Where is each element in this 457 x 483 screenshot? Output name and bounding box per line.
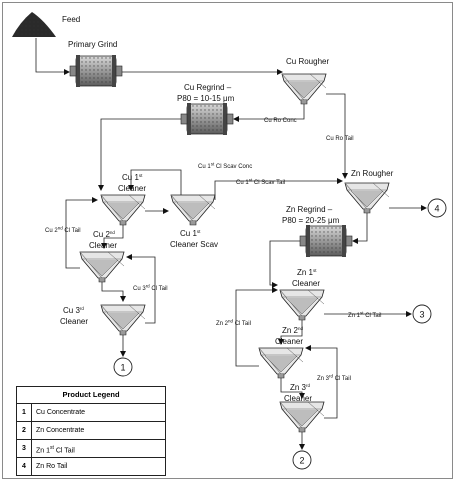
zn-3rd-cleaner-label: Zn 3: [290, 383, 307, 392]
zn-1st-cleaner-cell-icon: [279, 289, 325, 321]
zn-2nd-cleaner-cell-icon: [258, 347, 304, 379]
legend-row-number: 3: [17, 440, 32, 457]
cu-3rd-cleaner-word: Cleaner: [60, 317, 88, 326]
legend-row-number: 4: [17, 458, 32, 475]
cu-2nd-cleaner-cell-icon: [79, 251, 125, 283]
svg-text:3: 3: [419, 310, 424, 320]
zn-rougher-label: Zn Rougher: [351, 169, 394, 178]
diagram-frame: [2, 2, 453, 479]
zn-3rd-cl-tail-label: Zn 3: [317, 376, 330, 382]
legend-row: 1 Cu Concentrate: [17, 404, 165, 422]
legend-row-label: Zn Concentrate: [36, 427, 85, 434]
feed-pile-icon: [12, 12, 56, 37]
cu-2nd-cleaner-label: Cu 2: [93, 230, 110, 239]
cu-ro-tail-label: Cu Ro Tail: [326, 136, 354, 142]
svg-text:Cu 1st Cl Scav Tail: Cu 1st Cl Scav Tail: [236, 178, 285, 187]
cu-1st-cleaner-scav-cell-icon: [170, 194, 216, 226]
zn-rougher-cell-icon: [344, 182, 390, 214]
svg-text:Zn 1st Cl Tail: Zn 1st Cl Tail: [348, 311, 381, 320]
svg-text:1: 1: [120, 363, 125, 373]
legend-row: 3 Zn 1st Cl Tail: [17, 440, 165, 458]
cu-1st-cleaner-cell-icon: [100, 194, 146, 226]
svg-text:Cu 1st Cl Scav Conc: Cu 1st Cl Scav Conc: [198, 162, 252, 171]
cu-3rd-cleaner-cell-icon: [100, 304, 146, 336]
svg-text:Cu 2nd Cl Tail: Cu 2nd Cl Tail: [45, 226, 81, 235]
legend-row: 4 Zn Ro Tail: [17, 458, 165, 475]
zn-2nd-cleaner-label: Zn 2: [282, 326, 299, 335]
zn-3rd-cleaner-cell-icon: [279, 401, 325, 433]
cu-rougher-cell-icon: [281, 73, 327, 105]
cu-regrind-mill-icon: [180, 102, 234, 136]
svg-text:4: 4: [434, 204, 439, 214]
zn-2nd-cl-tail-label: Zn 2: [216, 321, 229, 327]
cu-1st-cl-scav-conc-label: Cu 1: [198, 164, 211, 170]
cu-regrind-p80-label: P80 = 10-15 μm: [177, 94, 235, 103]
cu-2nd-cleaner-word: Cleaner: [89, 241, 117, 250]
cu-2nd-cl-tail-label: Cu 2: [45, 228, 58, 234]
cu-1st-cl-scav-tail-label: Cu 1: [236, 180, 249, 186]
cu-rougher-label: Cu Rougher: [286, 57, 329, 66]
flow-lines: [35, 38, 427, 450]
legend-row-number: 1: [17, 404, 32, 421]
svg-text:Cu 1st: Cu 1st: [180, 229, 201, 238]
cu-3rd-cleaner-label: Cu 3: [63, 306, 80, 315]
cu-1st-cleaner-scav-word: Cleaner Scav: [170, 240, 218, 249]
cu-ro-conc-label: Cu Ro Conc: [264, 118, 297, 124]
cu-1st-cleaner-word: Cleaner: [118, 184, 146, 193]
svg-text:Cu 2nd: Cu 2nd: [93, 230, 115, 239]
svg-text:Cu 1st: Cu 1st: [122, 173, 143, 182]
product-legend: Product Legend 1 Cu Concentrate 2 Zn Con…: [16, 386, 166, 476]
zn-regrind-label: Zn Regrind –: [286, 205, 333, 214]
zn-3rd-cleaner-word: Cleaner: [284, 394, 312, 403]
svg-text:Zn 3rd Cl Tail: Zn 3rd Cl Tail: [317, 374, 351, 383]
legend-row-label: Zn 1: [36, 447, 51, 455]
zn-1st-cleaner-label: Zn 1: [297, 268, 314, 277]
cu-regrind-label: Cu Regrind –: [184, 83, 232, 92]
zn-1st-cl-tail-label: Zn 1: [348, 313, 361, 319]
svg-text:Zn 2nd Cl Tail: Zn 2nd Cl Tail: [216, 319, 251, 328]
cu-3rd-cl-tail-label: Cu 3: [133, 286, 146, 292]
product-node-2: 2: [292, 450, 312, 470]
zn-2nd-cleaner-word: Cleaner: [275, 337, 303, 346]
product-node-4: 4: [427, 198, 447, 218]
svg-text:2: 2: [299, 456, 304, 466]
svg-text:Cu 3rd Cl Tail: Cu 3rd Cl Tail: [133, 284, 168, 293]
cu-1st-cleaner-scav-label: Cu 1: [180, 229, 197, 238]
svg-text:Cu 3rd: Cu 3rd: [63, 306, 84, 315]
zn-1st-cleaner-word: Cleaner: [292, 279, 320, 288]
feed-label: Feed: [62, 15, 80, 24]
zn-regrind-p80-label: P80 = 20-25 μm: [282, 216, 340, 225]
svg-text:Zn 3rd: Zn 3rd: [290, 383, 311, 392]
legend-row-label: Zn Ro Tail: [36, 463, 68, 470]
legend-row-label: Cu Concentrate: [36, 409, 86, 416]
primary-grind-mill-icon: [69, 54, 123, 88]
primary-grind-label: Primary Grind: [68, 40, 117, 49]
svg-text:Zn 1st: Zn 1st: [297, 268, 317, 277]
product-node-3: 3: [412, 304, 432, 324]
svg-text:Zn 2nd: Zn 2nd: [282, 326, 304, 335]
product-node-1: 1: [113, 357, 133, 377]
legend-row: 2 Zn Concentrate: [17, 422, 165, 440]
legend-row-number: 2: [17, 422, 32, 439]
zn-regrind-mill-icon: [299, 224, 353, 258]
legend-title: Product Legend: [17, 387, 165, 404]
